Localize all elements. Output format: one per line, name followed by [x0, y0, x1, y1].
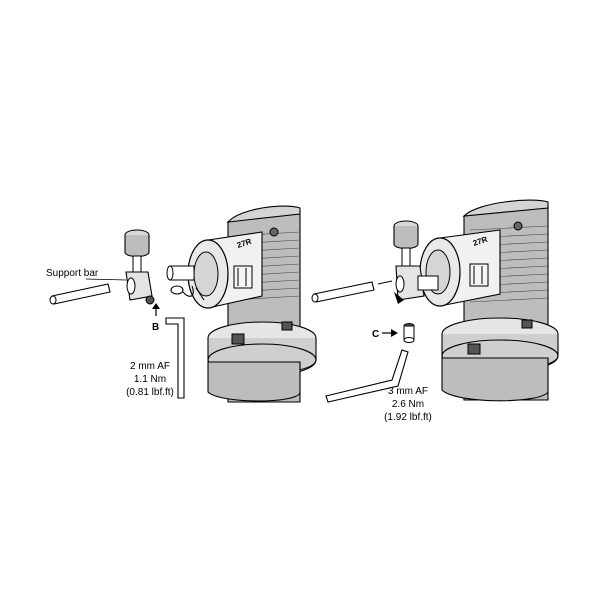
product-marking: 27R: [472, 235, 489, 248]
hex-key-icon: [325, 349, 409, 403]
stylus-knob-icon: [393, 220, 439, 304]
spec-right-size: 3 mm AF: [388, 386, 428, 397]
screw-icon: [403, 323, 415, 343]
callout-b-arrow-icon: [152, 303, 160, 316]
probe-module-icon: 27R: [187, 231, 263, 309]
head-body-icon: [441, 199, 559, 402]
callout-b: B: [152, 322, 159, 333]
spec-right-torque: 2.6 Nm: [392, 399, 424, 410]
callout-c: C: [372, 329, 379, 340]
spec-left-size: 2 mm AF: [130, 361, 170, 372]
product-marking: 27R: [236, 237, 253, 250]
stylus-spindle-icon: [166, 265, 205, 301]
support-bar-icon: [311, 280, 393, 303]
callout-c-arrow-icon: [382, 329, 398, 337]
stylus-knob-icon: [124, 229, 155, 305]
hex-key-icon: [165, 317, 185, 399]
support-bar-label: Support bar: [46, 268, 99, 279]
right-panel: 27R C: [311, 199, 559, 423]
spec-right-torque-imperial: (1.92 lbf.ft): [384, 412, 432, 423]
probe-module-icon: 27R: [419, 229, 501, 307]
spec-left-torque: 1.1 Nm: [134, 374, 166, 385]
support-bar-icon: [49, 278, 127, 305]
spec-left-torque-imperial: (0.81 lbf.ft): [126, 387, 174, 398]
left-panel: 27R Support bar: [46, 205, 317, 403]
